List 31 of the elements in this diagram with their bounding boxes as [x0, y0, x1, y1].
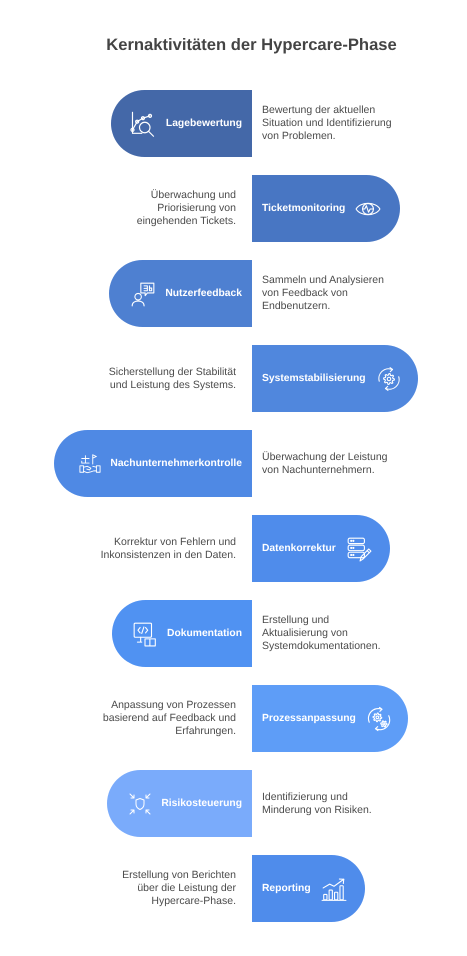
- description-text: Korrektur von Fehlern und Inkonsistenzen in den Daten.: [100, 536, 236, 562]
- activity-pill: [112, 600, 252, 667]
- activity-pill: [252, 855, 365, 922]
- description-text: Erstellung von Berichten über die Leistung der Hypercare-Phase.: [121, 869, 236, 908]
- activity-pill: [109, 260, 252, 327]
- description-text: Identifizierung und Minderung von Risiken.: [262, 790, 373, 816]
- activity-label: Prozessanpassung: [262, 713, 356, 724]
- diagram-title: Kernaktivitäten der Hypercare-Phase: [106, 35, 397, 54]
- activity-pill: [252, 175, 400, 242]
- activity-pill: [252, 345, 418, 412]
- activity-pill: [111, 90, 252, 157]
- activity-label: Nachunternehmerkontrolle: [110, 458, 242, 469]
- activity-pill: [252, 515, 390, 582]
- activity-label: Risikosteuerung: [161, 798, 242, 809]
- description-text: Bewertung der aktuellen Situation und Identifizierung von Problemen.: [262, 104, 393, 143]
- description-text: Überwachung und Priorisierung von eingehenden Tickets.: [136, 189, 236, 228]
- activity-pill: [252, 685, 408, 752]
- activity-pill: [107, 770, 252, 837]
- activity-label: Datenkorrektur: [262, 543, 336, 554]
- description-text: Überwachung der Leistung von Nachunternehmern.: [262, 450, 388, 476]
- description-text: Sicherstellung der Stabilität und Leistung des Systems.: [108, 366, 236, 392]
- activity-label: Lagebewertung: [166, 118, 242, 129]
- description-text: Sammeln und Analysieren von Feedback von Endbenutzern.: [262, 274, 385, 313]
- activity-label: Nutzerfeedback: [165, 288, 242, 299]
- activity-label: Ticketmonitoring: [262, 203, 346, 214]
- activity-label: Systemstabilisierung: [262, 373, 366, 384]
- description-text: Anpassung von Prozessen basierend auf Feedback und Erfahrungen.: [102, 699, 236, 738]
- activity-label: Dokumentation: [167, 628, 242, 639]
- activity-label: Reporting: [262, 883, 311, 894]
- activity-pill: [54, 430, 252, 497]
- description-text: Erstellung und Aktualisierung von Systemdokumentationen.: [262, 614, 382, 653]
